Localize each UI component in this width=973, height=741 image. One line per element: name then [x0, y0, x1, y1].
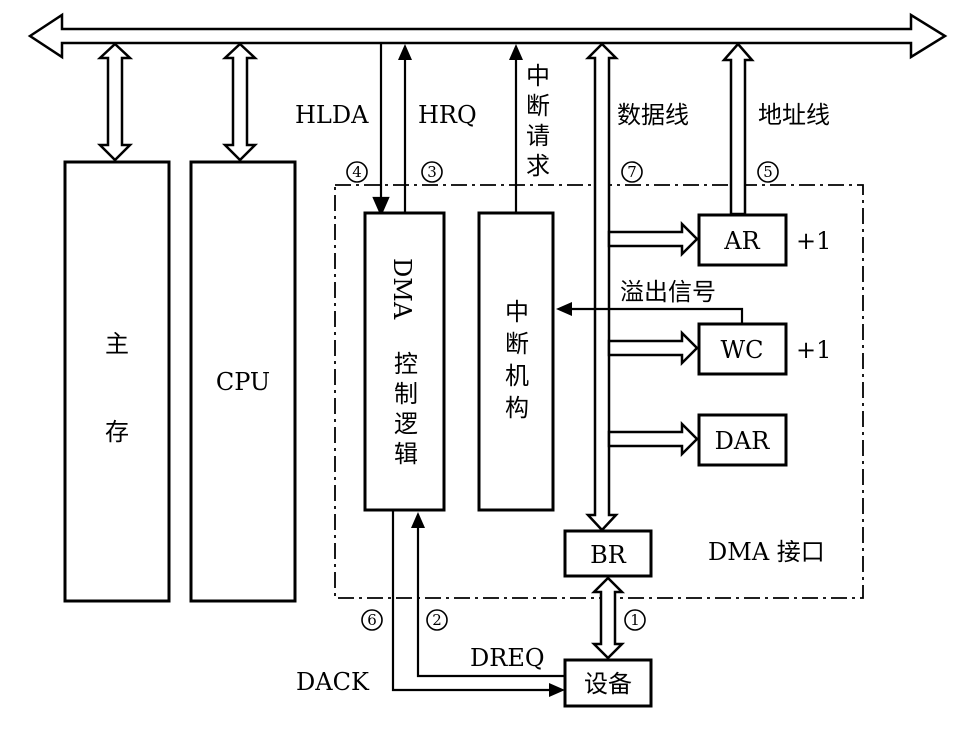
address-line-label: 地址线	[758, 101, 830, 129]
ar-feed-arrow	[607, 220, 699, 258]
main-memory-label-2: 存	[105, 418, 129, 446]
step-3-number: 3	[427, 163, 437, 181]
step-4-marker	[346, 161, 368, 183]
dma-control-logic-box	[363, 211, 446, 512]
device-box	[563, 658, 653, 708]
step-7-marker	[621, 161, 643, 183]
interrupt-mechanism-char-4: 构	[505, 394, 529, 422]
step-1-number: 1	[630, 611, 640, 629]
overflow-signal-label: 溢出信号	[620, 278, 716, 306]
dma-control-logic-en: DMA	[388, 258, 416, 320]
wc-register-box	[697, 322, 788, 376]
cpu-label: CPU	[216, 368, 270, 396]
dma-control-logic-char-4: 辑	[394, 440, 418, 468]
wc-increment-label: +1	[796, 336, 831, 364]
interrupt-mechanism-char-1: 中	[505, 298, 529, 326]
interrupt-request-char-1: 中	[526, 62, 550, 90]
br-register-box	[563, 529, 653, 578]
step-6-number: 6	[367, 611, 377, 629]
interrupt-request-line	[509, 44, 523, 213]
ar-increment-label: +1	[796, 227, 831, 255]
step-6-marker	[361, 609, 383, 631]
dack-label: DACK	[296, 668, 370, 696]
step-5-marker	[757, 161, 779, 183]
address-line-connector	[721, 42, 755, 216]
interrupt-request-char-2: 断	[526, 92, 550, 120]
dreq-label: DREQ	[470, 644, 545, 672]
dar-feed-arrow	[607, 420, 699, 458]
dma-interface-label: DMA 接口	[708, 538, 825, 566]
step-1-marker	[624, 609, 646, 631]
dar-register-box	[697, 413, 788, 467]
hlda-line	[372, 44, 390, 217]
data-line-label: 数据线	[617, 101, 689, 129]
ar-register-label: AR	[723, 227, 760, 255]
data-line-connector	[584, 42, 620, 532]
ar-register-box	[697, 213, 788, 267]
overflow-signal-line	[556, 302, 744, 324]
cpu-bus-connector	[221, 42, 259, 162]
main-memory-label-1: 主	[105, 330, 129, 358]
dack-line	[391, 510, 565, 697]
wc-register-label: WC	[720, 336, 763, 364]
step-3-marker	[421, 161, 443, 183]
interrupt-mechanism-char-3: 机	[505, 362, 529, 390]
hrq-label: HRQ	[418, 101, 477, 129]
hrq-line	[398, 44, 412, 212]
wc-feed-arrow	[607, 329, 699, 367]
cpu-box	[189, 160, 297, 603]
dma-control-logic-char-2: 制	[394, 380, 418, 408]
dma-control-logic-char-1: 控	[394, 350, 418, 378]
step-2-number: 2	[432, 611, 442, 629]
interrupt-request-char-4: 求	[526, 152, 550, 180]
step-2-marker	[426, 609, 448, 631]
br-device-connector	[590, 576, 626, 660]
br-register-label: BR	[590, 541, 627, 569]
dar-register-label: DAR	[715, 427, 771, 455]
device-label: 设备	[584, 670, 632, 698]
dreq-line	[411, 512, 565, 678]
step-5-number: 5	[763, 163, 773, 181]
memory-bus-connector	[96, 42, 134, 162]
dma-control-logic-char-3: 逻	[394, 410, 418, 438]
interrupt-mechanism-box	[477, 211, 555, 512]
system-bus	[27, 12, 948, 60]
main-memory-box	[63, 160, 171, 603]
step-7-number: 7	[627, 163, 637, 181]
interrupt-request-char-3: 请	[526, 122, 550, 150]
step-4-number: 4	[352, 163, 362, 181]
interrupt-mechanism-char-2: 断	[505, 330, 529, 358]
hlda-label: HLDA	[295, 101, 369, 129]
